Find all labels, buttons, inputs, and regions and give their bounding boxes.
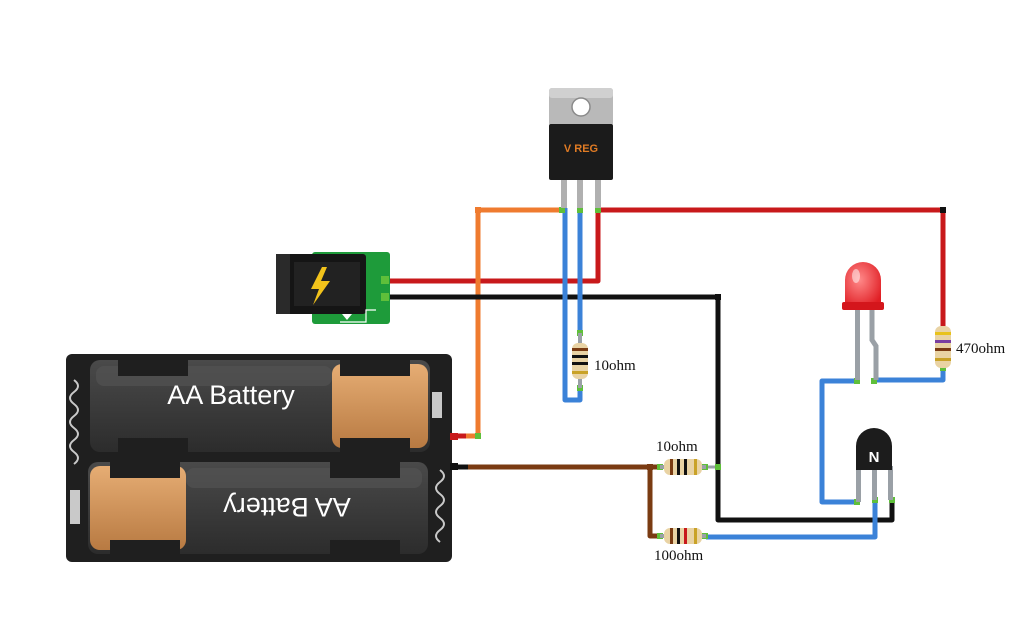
resistor-100ohm[interactable] [660, 528, 706, 544]
dc-power-jack[interactable] [276, 252, 390, 324]
battery-label-bottom: AA Battery [223, 492, 351, 522]
regulator-label: V REG [564, 143, 598, 155]
resistor-label-470ohm: 470ohm [956, 341, 1006, 357]
regulator-mount-hole [571, 97, 591, 117]
wire-blue-led-to-transistor[interactable] [819, 378, 857, 505]
npn-transistor-icon: N [869, 449, 880, 466]
battery-cell-top: AA Battery [90, 360, 430, 454]
battery-spring-left [69, 379, 79, 465]
wire-orange-battery-to-regulator[interactable] [466, 207, 561, 439]
resistor-10ohm-vertical[interactable] [572, 333, 588, 388]
lightning-bolt-icon [311, 267, 330, 305]
resistor-label-10ohm-vertical: 10ohm [594, 358, 636, 374]
wire-black-jack-ground[interactable] [386, 294, 895, 523]
wire-blue-regulator-left[interactable] [562, 208, 583, 403]
wire-blue-led-to-470ohm[interactable] [874, 368, 946, 383]
battery-cell-bottom: AA Battery [88, 462, 428, 556]
battery-pack[interactable]: AA Battery AA Battery [66, 354, 458, 562]
battery-label-top: AA Battery [167, 380, 295, 410]
resistor-label-100ohm: 100ohm [654, 548, 704, 564]
resistor-label-10ohm-horizontal: 10ohm [656, 439, 698, 455]
wires [386, 207, 946, 540]
npn-transistor[interactable]: N [856, 428, 893, 502]
resistor-470ohm[interactable] [935, 326, 951, 368]
resistor-10ohm-horizontal[interactable] [660, 459, 706, 475]
red-led[interactable] [842, 262, 884, 380]
wire-brown-battery-to-resistors[interactable] [468, 464, 660, 539]
wire-blue-100ohm-to-transistor[interactable] [706, 500, 878, 540]
battery-spring-right [435, 469, 445, 543]
voltage-regulator[interactable]: V REG [549, 88, 613, 208]
